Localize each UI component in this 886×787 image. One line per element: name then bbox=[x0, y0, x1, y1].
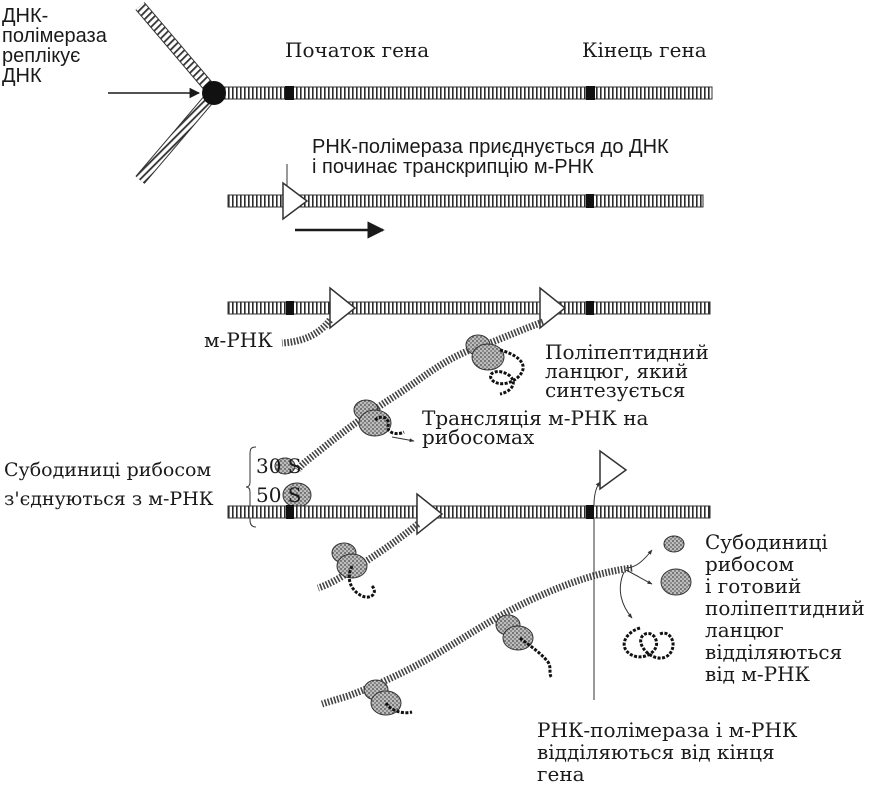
dna-strand-4 bbox=[228, 506, 710, 518]
release-arrow-a bbox=[626, 550, 652, 568]
label-line: рибосомах bbox=[422, 428, 648, 447]
label-line: ДНК bbox=[2, 66, 107, 86]
label-line: відділяються від кінця bbox=[537, 741, 797, 763]
dna-polymerase bbox=[202, 81, 226, 105]
label-rna-pol-release: РНК-полімераза і м-РНК відділяються від … bbox=[537, 719, 797, 785]
rna-pol-release-arrow bbox=[594, 482, 600, 505]
label-line: і починає транскрипцію м-РНК bbox=[312, 157, 669, 177]
label-50s: 50 S bbox=[256, 485, 302, 505]
label-gene-end: Кінець гена bbox=[582, 40, 707, 60]
rna-polymerase-4a bbox=[417, 494, 442, 534]
label-line: Субодиниці рибосом bbox=[4, 456, 214, 485]
rna-polymerase-released bbox=[600, 451, 626, 489]
label-line: відділяються bbox=[705, 641, 865, 663]
label-gene-start: Початок гена bbox=[285, 40, 429, 60]
gene-start-marker-4 bbox=[286, 505, 294, 519]
gene-start-marker bbox=[285, 86, 294, 100]
released-subunit-large bbox=[661, 569, 691, 595]
release-arrow-b bbox=[626, 570, 652, 584]
label-line: гена bbox=[537, 763, 797, 785]
label-line: РНК-полімераза приєднується до ДНК bbox=[312, 137, 669, 157]
label-dna-polymerase: ДНК- полімераза реплікує ДНК bbox=[2, 6, 107, 86]
label-line: ланцюг bbox=[705, 619, 865, 641]
translation-arrow bbox=[392, 437, 414, 441]
rna-polymerase-2 bbox=[283, 183, 307, 219]
label-line: ДНК- bbox=[2, 6, 107, 26]
label-release: Субодиниці рибосом і готовий поліпептидн… bbox=[705, 531, 865, 685]
label-mrna: м-РНК bbox=[204, 330, 273, 350]
label-line: Субодиниці bbox=[705, 531, 865, 553]
label-polypeptide: Поліпептидний ланцюг, який синтезується bbox=[545, 343, 709, 400]
label-rna-pol-attach: РНК-полімераза приєднується до ДНК і поч… bbox=[312, 137, 669, 177]
label-30s: 30 S bbox=[256, 456, 302, 476]
label-translation: Трансляція м-РНК на рибосомах bbox=[422, 409, 648, 447]
label-line: поліпептидний bbox=[705, 597, 865, 619]
label-line: реплікує bbox=[2, 46, 107, 66]
rna-polymerase-3a bbox=[330, 288, 355, 328]
released-polypeptide bbox=[624, 628, 673, 658]
label-subunits-join: Субодиниці рибосом з'єднуються з м-РНК bbox=[4, 456, 214, 514]
mrna-strand-short bbox=[282, 320, 330, 343]
gene-end-marker-4 bbox=[586, 505, 594, 519]
rna-polymerase-3b bbox=[540, 288, 565, 328]
label-line: рибосом bbox=[705, 553, 865, 575]
gene-end-marker-2 bbox=[586, 194, 594, 208]
label-line: від м-РНК bbox=[705, 663, 865, 685]
released-subunit-small bbox=[664, 536, 684, 552]
label-line: з'єднуються з м-РНК bbox=[4, 485, 214, 514]
label-line: синтезується bbox=[545, 381, 709, 400]
label-line: і готовий bbox=[705, 575, 865, 597]
gene-end-marker bbox=[586, 86, 595, 100]
label-line: РНК-полімераза і м-РНК bbox=[537, 719, 797, 741]
release-arrow-c bbox=[620, 572, 632, 618]
label-line: полімераза bbox=[2, 26, 107, 46]
dna-strand-3 bbox=[228, 302, 710, 314]
gene-end-marker-3 bbox=[586, 301, 594, 315]
gene-start-marker-3 bbox=[286, 301, 294, 315]
